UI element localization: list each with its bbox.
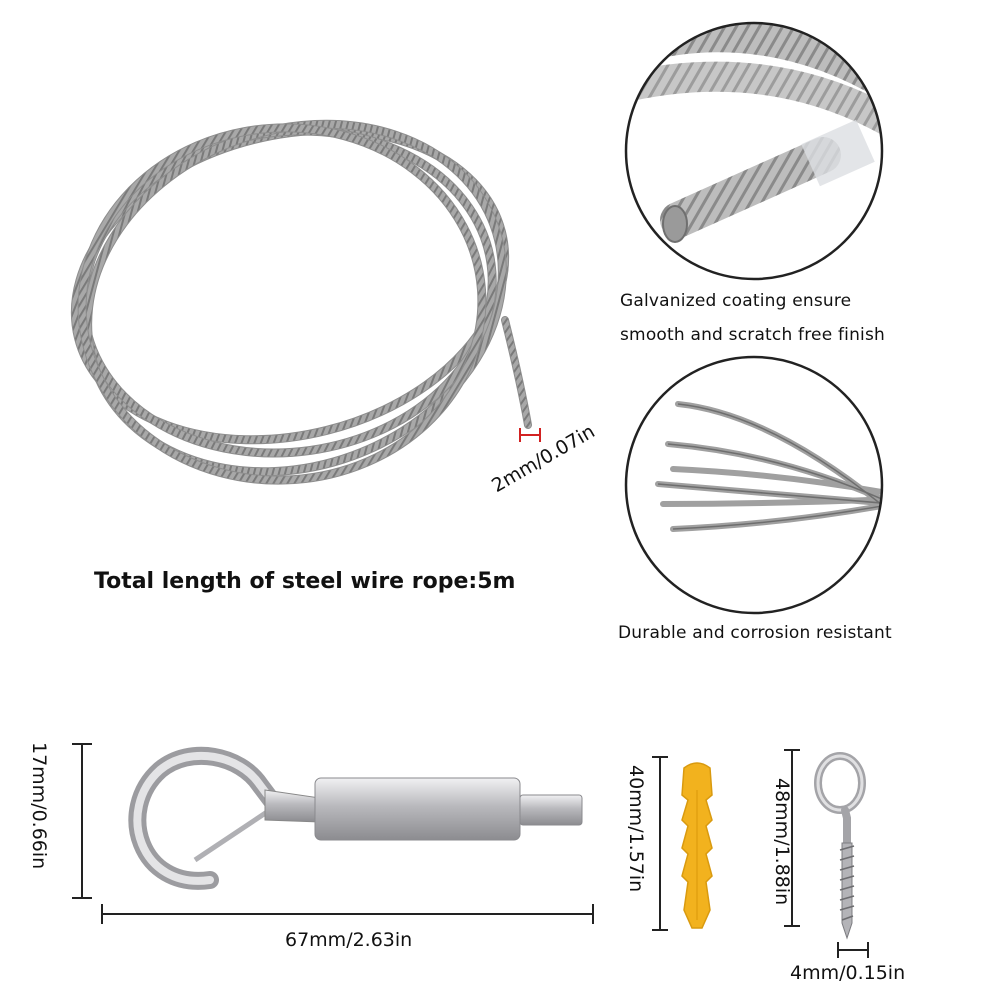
eye-screw-height-label: 48mm/1.88in: [771, 778, 793, 906]
durable-caption: Durable and corrosion resistant: [618, 623, 892, 643]
coating-caption-line2: smooth and scratch free finish: [620, 325, 886, 345]
hook-length-dimension: [101, 904, 594, 924]
wire-coil-image: [70, 119, 532, 485]
eye-screw-width-label: 4mm/0.15in: [790, 962, 906, 984]
anchor-length-dimension: [652, 756, 668, 931]
eye-screw-width-dimension: [837, 942, 869, 958]
wire-length-caption: Total length of steel wire rope:5m: [94, 569, 516, 594]
hook-height-label: 17mm/0.66in: [28, 742, 50, 870]
hook-length-label: 67mm/2.63in: [285, 929, 413, 951]
eye-screw-height-dimension: [784, 749, 800, 927]
plastic-anchor-image: [681, 762, 713, 929]
cable-end-closeup-image: [624, 21, 884, 281]
hook-height-dimension: [72, 743, 92, 899]
wire-strands-closeup-image: [624, 355, 884, 615]
eye-screw-image: [814, 752, 866, 940]
wire-diameter-marker: [519, 428, 541, 442]
hook-adjuster-image: [128, 746, 583, 890]
coating-caption-line1: Galvanized coating ensure: [620, 291, 852, 311]
anchor-length-label: 40mm/1.57in: [625, 765, 647, 893]
